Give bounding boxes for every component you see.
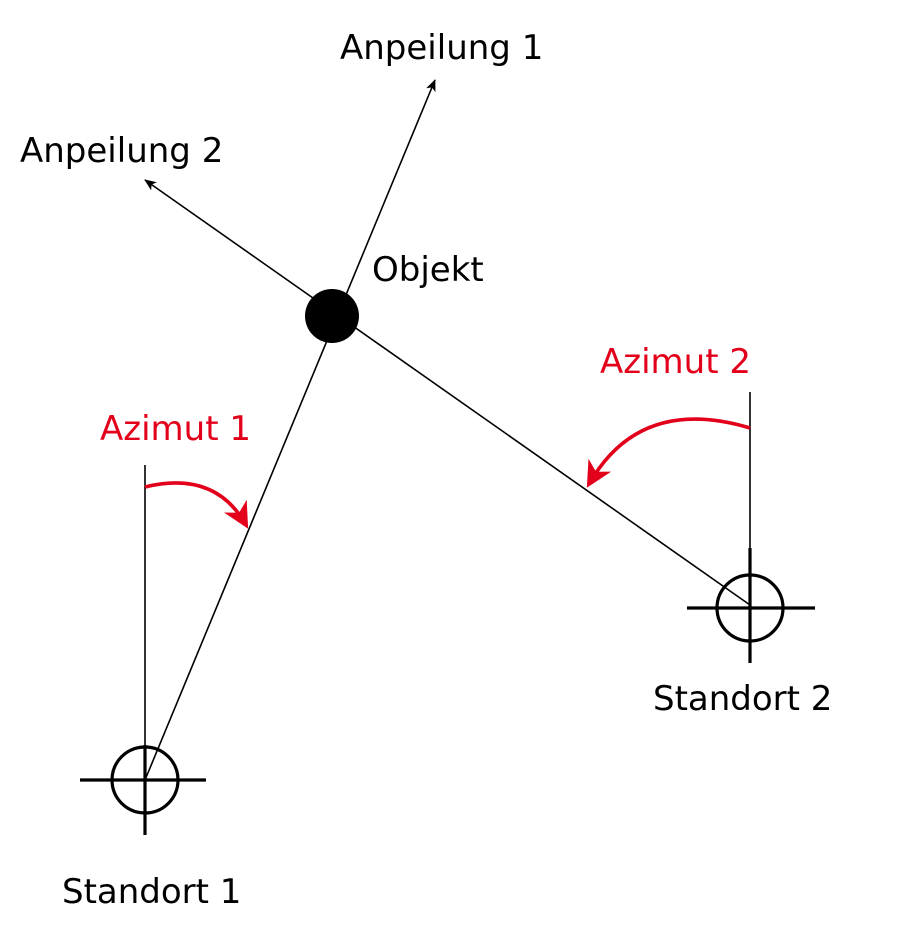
bearing-1-label: Anpeilung 1 xyxy=(340,28,543,68)
bearing-2-label: Anpeilung 2 xyxy=(20,131,223,171)
object-label: Objekt xyxy=(372,250,484,290)
bearing-line-2 xyxy=(144,179,751,606)
azimuth-2-arc-icon xyxy=(586,417,751,488)
object-filled-circle-icon xyxy=(305,289,359,343)
station-1-crosshair-icon xyxy=(80,745,206,835)
azimuth-2-label: Azimut 2 xyxy=(600,342,751,382)
azimuth-1-arc-icon xyxy=(144,481,249,529)
bearing-line-1 xyxy=(144,79,436,781)
station-1-label: Standort 1 xyxy=(62,872,241,912)
station-2-label: Standort 2 xyxy=(653,679,832,719)
station-2-crosshair-icon xyxy=(687,548,815,663)
azimuth-1-label: Azimut 1 xyxy=(100,409,251,449)
